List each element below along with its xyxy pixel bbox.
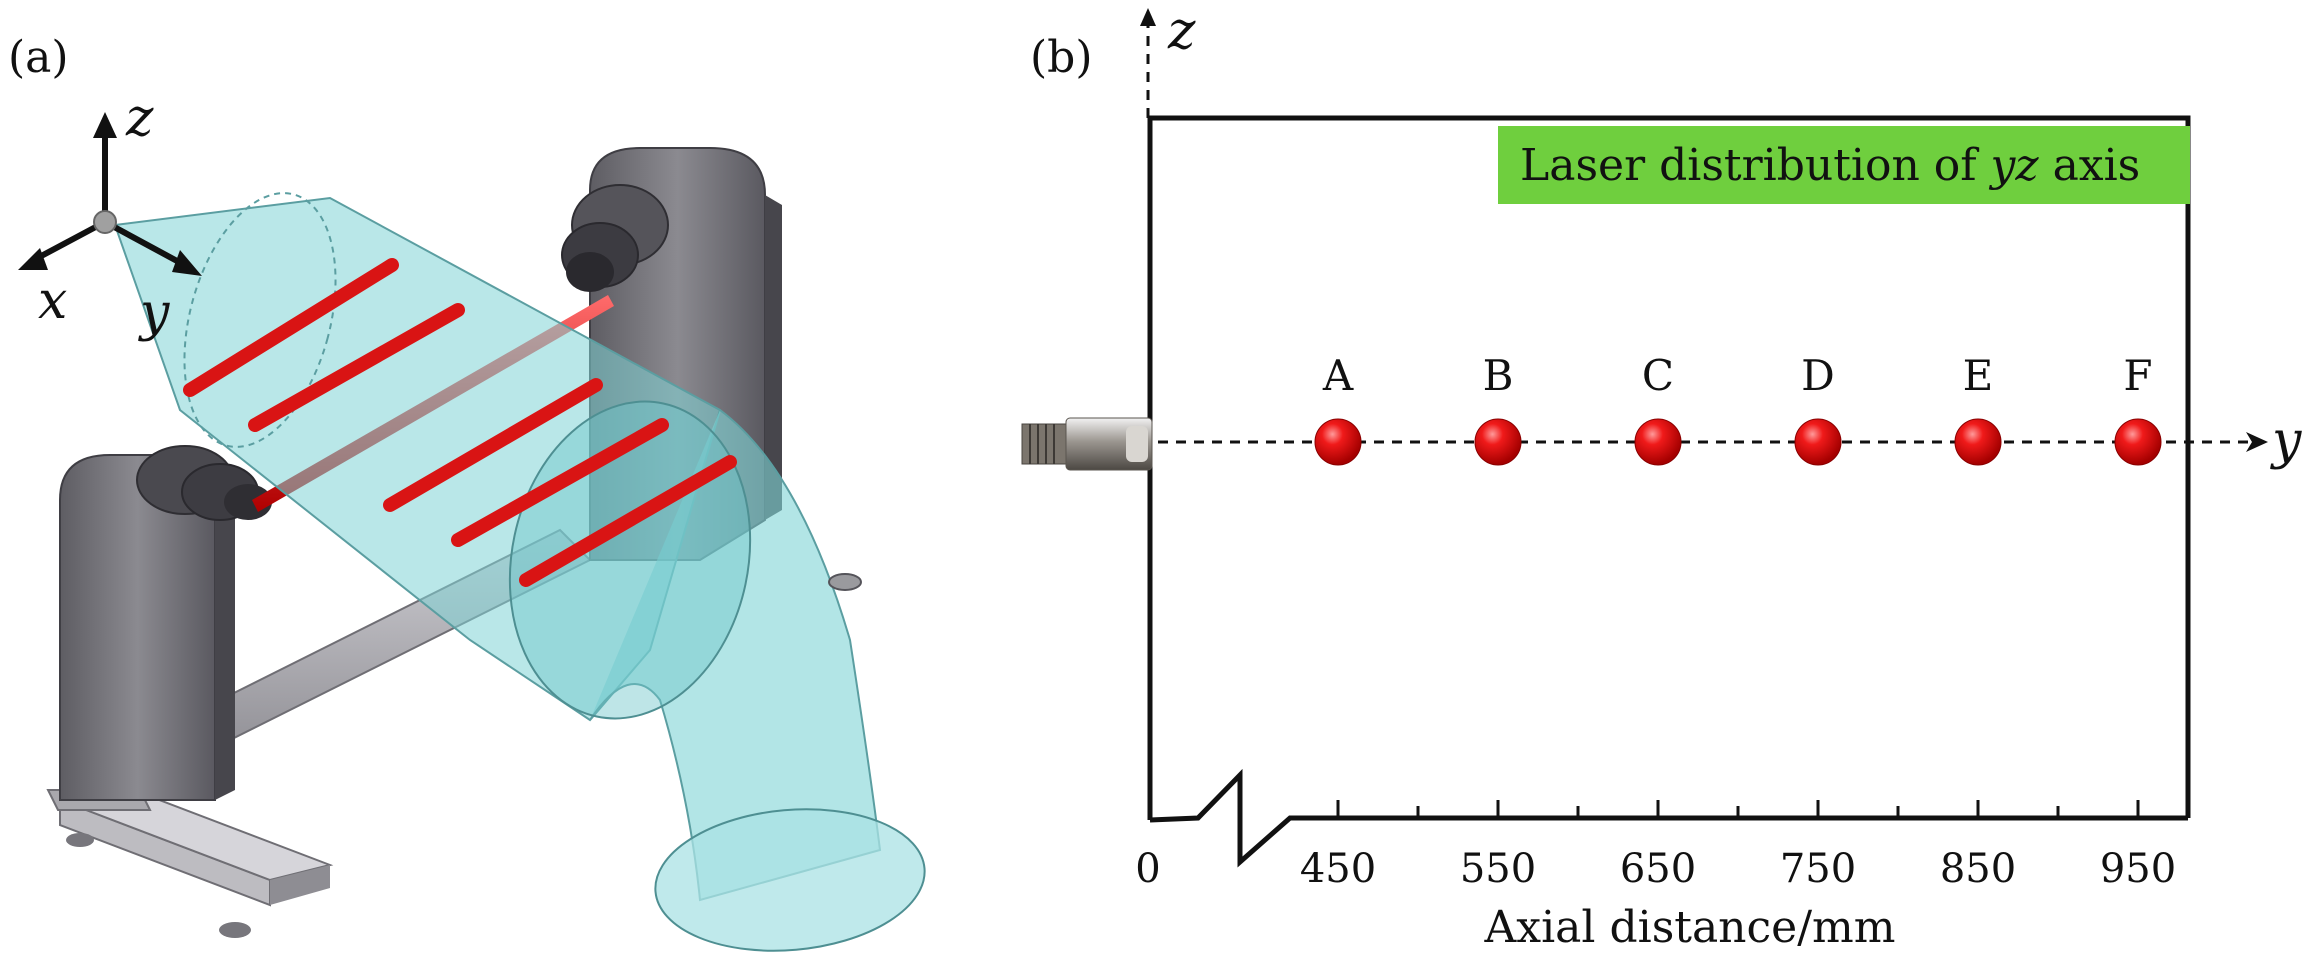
origin-label: 0 bbox=[1135, 846, 1160, 892]
point-label-a: A bbox=[1322, 351, 1354, 400]
point-f bbox=[2114, 418, 2162, 466]
point-b bbox=[1474, 418, 1522, 466]
point-a bbox=[1314, 418, 1362, 466]
point-label-d: D bbox=[1801, 351, 1835, 400]
panel-b-label: (b) bbox=[1030, 32, 1093, 83]
rail-fitting bbox=[828, 573, 862, 591]
point-label-f: F bbox=[2123, 351, 2152, 400]
panel-a-3d-setup: (a) bbox=[8, 32, 926, 952]
panel-a-label: (a) bbox=[8, 32, 69, 83]
x-axis-line bbox=[1149, 768, 2188, 868]
x-axis-title: Axial distance/mm bbox=[1484, 902, 1896, 953]
panel-b-laser-distribution: (b) z Laser distribution of yz axis y bbox=[1021, 1, 2302, 953]
left-upright bbox=[59, 445, 272, 801]
point-e bbox=[1954, 418, 2002, 466]
x-tick-label: 550 bbox=[1460, 846, 1536, 892]
z-axis-label: z bbox=[1167, 1, 1196, 61]
measurement-points: A B C D E F bbox=[1314, 351, 2162, 466]
axis-z-label: z bbox=[125, 88, 154, 148]
spray-nozzle-icon bbox=[1021, 417, 1153, 471]
axis-x-label: x bbox=[38, 271, 67, 331]
x-tick-label: 950 bbox=[2100, 846, 2176, 892]
x-ticks: 450 550 650 750 850 950 bbox=[1300, 800, 2176, 892]
laser-rod bbox=[183, 258, 399, 397]
x-tick-label: 450 bbox=[1300, 846, 1376, 892]
z-axis: z bbox=[1140, 1, 1196, 118]
point-c bbox=[1634, 418, 1682, 466]
laser-rod bbox=[519, 455, 737, 587]
laser-rod bbox=[248, 303, 465, 432]
axis-y-label: y bbox=[138, 283, 170, 343]
y-axis-label: y bbox=[2270, 411, 2302, 471]
legend-text: Laser distribution of yz axis bbox=[1520, 140, 2140, 191]
coordinate-axes-icon: z x y bbox=[18, 88, 202, 343]
x-tick-label: 850 bbox=[1940, 846, 2016, 892]
point-d bbox=[1794, 418, 1842, 466]
x-tick-label: 750 bbox=[1780, 846, 1856, 892]
plot-frame bbox=[1147, 115, 2191, 868]
laser-rod bbox=[383, 378, 603, 512]
point-label-e: E bbox=[1963, 351, 1994, 400]
point-label-c: C bbox=[1642, 351, 1674, 400]
laser-rods bbox=[183, 258, 737, 587]
legend-box: Laser distribution of yz axis bbox=[1498, 126, 2190, 204]
x-tick-label: 650 bbox=[1620, 846, 1696, 892]
laser-rod bbox=[451, 418, 669, 547]
point-label-b: B bbox=[1483, 351, 1514, 400]
